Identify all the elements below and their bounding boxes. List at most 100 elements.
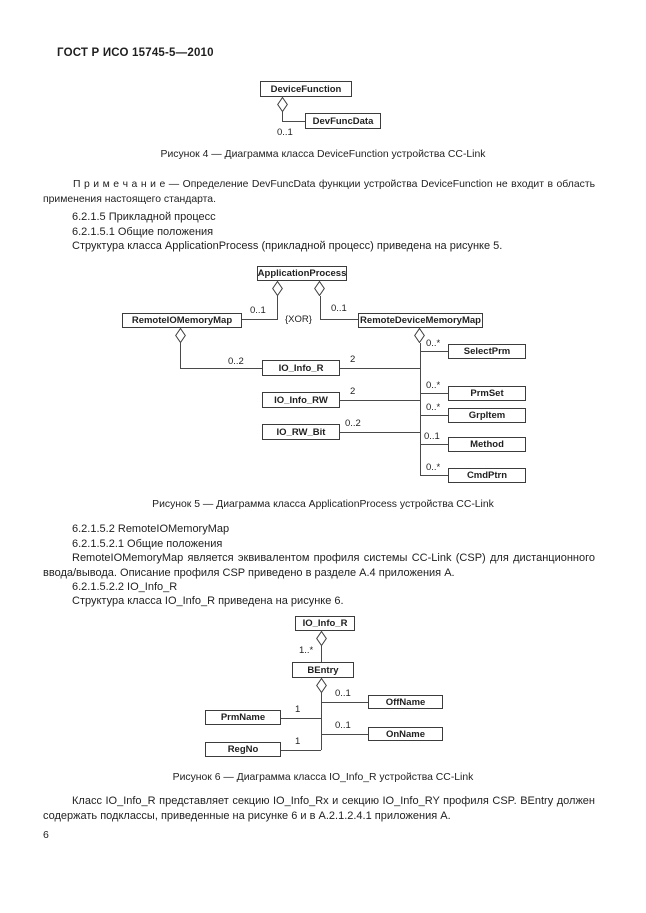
multiplicity-label: 0..1 <box>335 720 351 731</box>
class-devfuncdata-label: DevFuncData <box>312 115 374 127</box>
class-grpitem: GrpItem <box>448 408 526 423</box>
class-io-info-r: IO_Info_R <box>262 360 340 376</box>
connector-line <box>282 112 283 122</box>
section-heading: 6.2.1.5.2 RemoteIOMemoryMap <box>72 523 230 535</box>
multiplicity-label: 1 <box>295 704 301 715</box>
multiplicity-label: 1 <box>295 736 301 747</box>
section-heading: 6.2.1.5 Прикладной процесс <box>72 211 216 223</box>
section-heading: 6.2.1.5.1 Общие положения <box>72 226 214 238</box>
xor-constraint-label: {XOR} <box>283 314 314 325</box>
figure4-caption: Рисунок 4 — Диаграмма класса DeviceFunct… <box>160 149 486 160</box>
aggregation-diamond-icon <box>277 96 288 113</box>
figure6-caption: Рисунок 6 — Диаграмма класса IO_Info_R у… <box>172 772 474 783</box>
body-paragraph: Структура класса ApplicationProcess (при… <box>72 240 503 252</box>
multiplicity-label: 0..1 <box>335 688 351 699</box>
multiplicity-label: 1..* <box>299 645 314 656</box>
multiplicity-label: 0..* <box>426 380 441 391</box>
aggregation-diamond-icon <box>314 280 325 297</box>
class-regno-label: RegNo <box>227 744 259 755</box>
class-devicefunction: DeviceFunction <box>260 81 352 97</box>
connector-line <box>180 343 181 368</box>
section-heading: 6.2.1.5.2.2 IO_Info_R <box>72 581 178 593</box>
section-heading: 6.2.1.5.2.1 Общие положения <box>72 538 223 550</box>
multiplicity-label: 0..* <box>426 338 441 349</box>
class-prmname-label: PrmName <box>220 712 266 723</box>
aggregation-diamond-icon <box>272 280 283 297</box>
body-paragraph: Структура класса IO_Info_R приведена на … <box>72 595 344 607</box>
class-remoteiomemorymap: RemoteIOMemoryMap <box>122 313 242 328</box>
connector-line <box>340 432 420 433</box>
body-paragraph: Класс IO_Info_R представляет секцию IO_I… <box>43 795 595 822</box>
class-io-info-r-fig6: IO_Info_R <box>295 616 355 631</box>
connector-line <box>281 718 321 719</box>
connector-line <box>282 121 305 122</box>
class-applicationprocess: ApplicationProcess <box>257 266 347 281</box>
connector-line <box>420 393 448 394</box>
class-selectprm: SelectPrm <box>448 344 526 359</box>
class-method-label: Method <box>470 439 504 450</box>
connector-line <box>281 750 321 751</box>
multiplicity-label: 0..* <box>426 402 441 413</box>
connector-line <box>321 646 322 662</box>
class-bentry: BEntry <box>292 662 354 678</box>
connector-line <box>277 296 278 319</box>
class-method: Method <box>448 437 526 452</box>
connector-line <box>320 296 321 319</box>
class-io-info-rw-label: IO_Info_RW <box>274 394 328 406</box>
connector-line <box>180 368 262 369</box>
connector-line <box>340 368 420 369</box>
connector-line <box>420 444 448 445</box>
connector-line <box>420 415 448 416</box>
aggregation-diamond-icon <box>316 677 327 694</box>
connector-line <box>420 343 421 476</box>
multiplicity-label: 2 <box>350 386 356 397</box>
multiplicity-label: 0..1 <box>424 431 440 442</box>
connector-line <box>321 702 368 703</box>
class-applicationprocess-label: ApplicationProcess <box>257 268 347 279</box>
class-offname: OffName <box>368 695 443 709</box>
class-remoteiomemorymap-label: RemoteIOMemoryMap <box>131 315 233 326</box>
class-onname-label: OnName <box>385 728 426 740</box>
connector-line <box>321 734 368 735</box>
class-io-rw-bit: IO_RW_Bit <box>262 424 340 440</box>
class-cmdptrn-label: CmdPtrn <box>466 470 508 481</box>
page-number: 6 <box>43 829 49 841</box>
class-offname-label: OffName <box>385 696 426 708</box>
multiplicity-label: 2 <box>350 354 356 365</box>
multiplicity-label: 0..1 <box>250 305 266 316</box>
class-remotedevicememorymap: RemoteDeviceMemoryMap <box>358 313 483 328</box>
class-prmname: PrmName <box>205 710 281 725</box>
class-devfuncdata: DevFuncData <box>305 113 381 129</box>
body-paragraph: RemoteIOMemoryMap является эквивалентом … <box>43 552 595 579</box>
aggregation-diamond-icon <box>414 327 425 344</box>
figure5-caption: Рисунок 5 — Диаграмма класса Application… <box>152 499 494 510</box>
multiplicity-label: 0..1 <box>331 303 347 314</box>
multiplicity-label: 0..1 <box>277 127 293 138</box>
multiplicity-label: 0..2 <box>345 418 361 429</box>
class-onname: OnName <box>368 727 443 741</box>
aggregation-diamond-icon <box>316 630 327 647</box>
class-io-info-r-fig6-label: IO_Info_R <box>302 618 348 629</box>
class-selectprm-label: SelectPrm <box>463 346 511 357</box>
class-remotedevicememorymap-label: RemoteDeviceMemoryMap <box>360 315 481 326</box>
note-paragraph: П р и м е ч а н и е — Определение DevFun… <box>43 179 595 205</box>
connector-line <box>242 319 278 320</box>
class-io-info-r-label: IO_Info_R <box>278 362 324 374</box>
class-regno: RegNo <box>205 742 281 757</box>
aggregation-diamond-icon <box>175 327 186 344</box>
class-io-info-rw: IO_Info_RW <box>262 392 340 408</box>
connector-line <box>320 319 358 320</box>
class-cmdptrn: CmdPtrn <box>448 468 526 483</box>
multiplicity-label: 0..2 <box>228 356 244 367</box>
connector-line <box>420 475 448 476</box>
multiplicity-label: 0..* <box>426 462 441 473</box>
class-devicefunction-label: DeviceFunction <box>270 83 342 95</box>
class-grpitem-label: GrpItem <box>468 410 506 421</box>
page-header: ГОСТ Р ИСО 15745-5—2010 <box>57 47 214 59</box>
connector-line <box>420 351 448 352</box>
connector-line <box>321 693 322 750</box>
class-io-rw-bit-label: IO_RW_Bit <box>276 426 326 438</box>
class-prmset-label: PrmSet <box>470 388 504 399</box>
connector-line <box>340 400 420 401</box>
